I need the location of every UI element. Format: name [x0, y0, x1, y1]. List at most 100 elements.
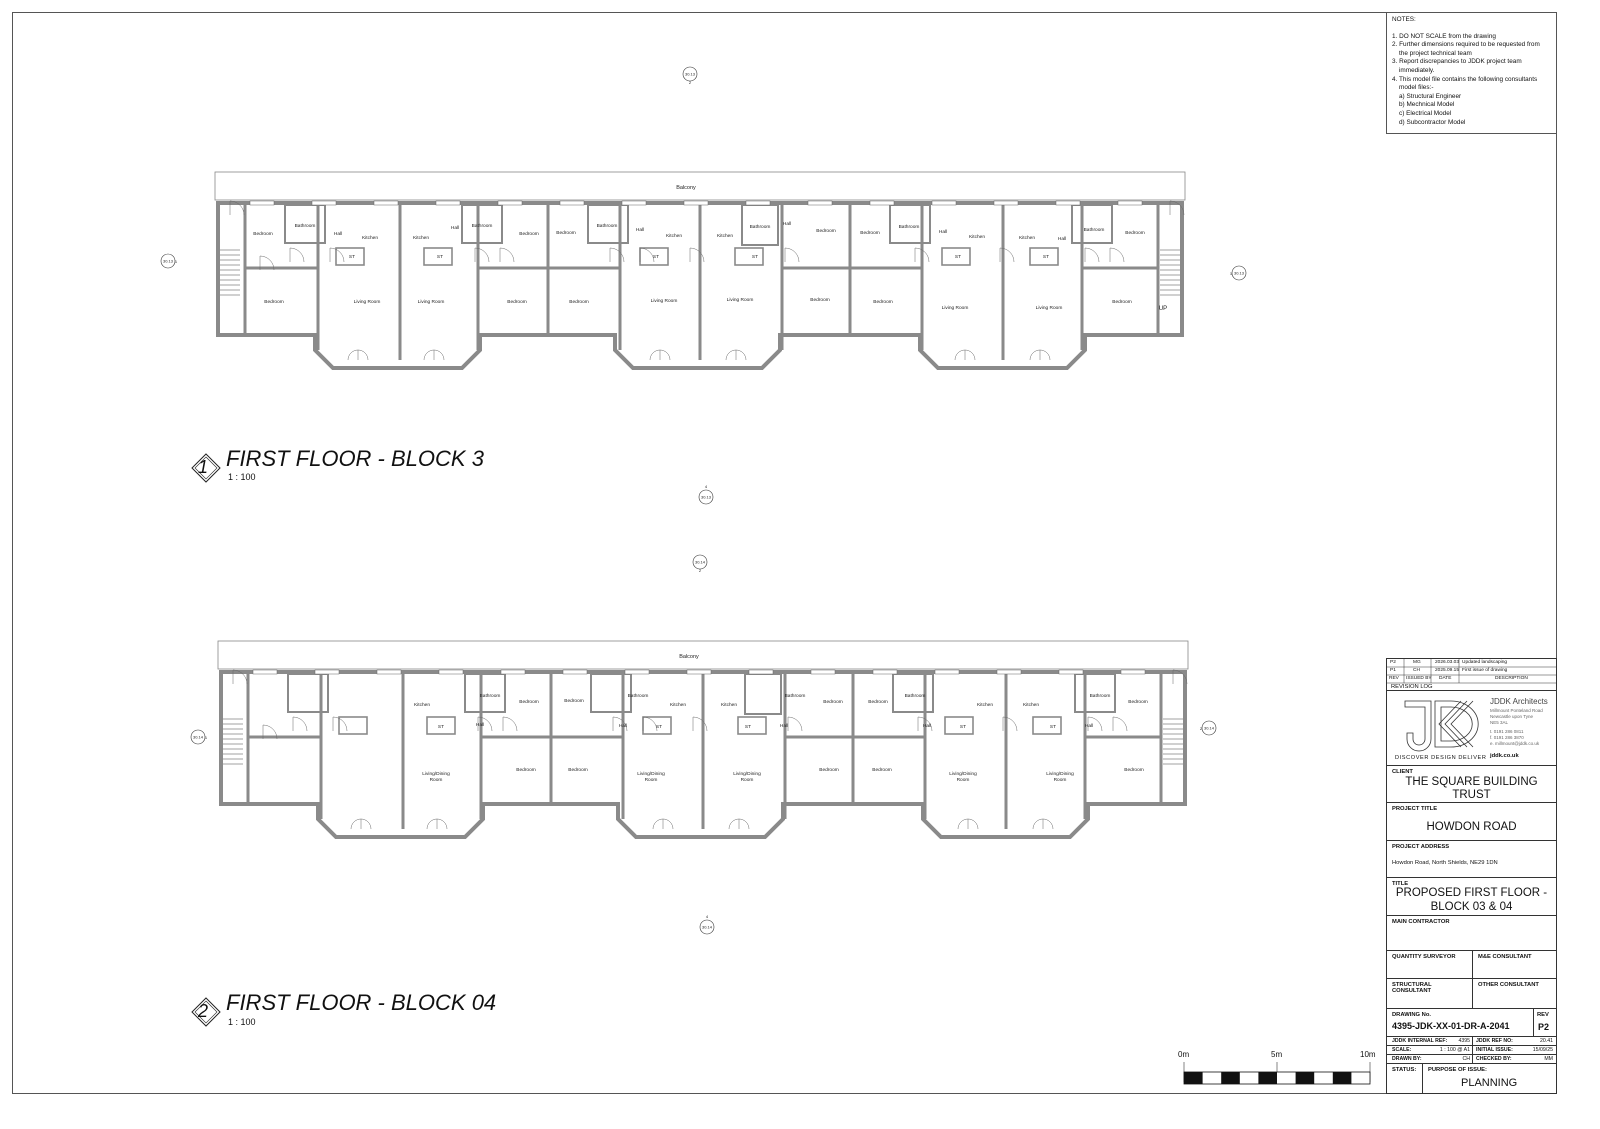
stair-up-label: UP [1159, 306, 1167, 312]
door-swing-icon [609, 247, 625, 263]
section-ref-label: 30.14 [1204, 726, 1215, 731]
room-label: Bedroom [1112, 299, 1131, 305]
door-swing-icon [787, 716, 803, 732]
room-label: Kitchen [1019, 235, 1035, 241]
view-scale: 1 : 100 [228, 1017, 256, 1027]
section-number: 1 [175, 259, 178, 264]
door-swing-icon [1172, 669, 1188, 685]
bathroom-wall [889, 204, 931, 244]
drawing-no-label: DRAWING No. [1392, 1012, 1431, 1018]
balcony-outline [217, 640, 1189, 670]
window [252, 669, 278, 675]
room-label: ST [752, 254, 758, 260]
note-line: the project technical team [1399, 49, 1472, 57]
view-scale: 1 : 100 [228, 472, 256, 482]
rev-cell: 2025.09.15 [1435, 668, 1460, 673]
door-swing-icon [1087, 716, 1103, 732]
status-cell: STATUS: [1387, 1064, 1423, 1093]
section-ref-label: 30.14 [695, 560, 706, 565]
room-label: Bedroom [556, 230, 575, 236]
room-label: Kitchen [1023, 702, 1039, 708]
revision-log: P2 MG 2026.03.03 Updated landscaping P1 … [1387, 659, 1556, 691]
room-label: Bedroom [816, 228, 835, 234]
room-label: Kitchen [670, 702, 686, 708]
section-ref-label: 30.14 [702, 925, 713, 930]
door-swing-icon [332, 716, 348, 732]
room-label: ST [960, 724, 966, 730]
room-label: Bedroom [1125, 230, 1144, 236]
section-number: 2 [689, 80, 692, 85]
door-swing-icon [1109, 247, 1125, 263]
section-ref-label: 30.13 [685, 72, 696, 77]
room-label: ST [349, 254, 355, 260]
company-email[interactable]: e. millmount@jddk.co.uk [1490, 741, 1540, 746]
jddk-logo [1404, 700, 1479, 752]
client-name: THE SQUARE BUILDING [1405, 776, 1538, 788]
purpose-cell: PURPOSE OF ISSUE: PLANNING [1423, 1064, 1556, 1093]
room-label: Living Room [651, 298, 678, 304]
view-title: FIRST FLOOR - BLOCK 04 [226, 990, 497, 1015]
client-cell: CLIENT THE SQUARE BUILDING TRUST [1387, 766, 1556, 803]
door-swing-icon [689, 247, 705, 263]
rev-header: ISSUED BY [1406, 676, 1432, 681]
window [1117, 200, 1143, 206]
rev-header: DESCRIPTION [1495, 676, 1528, 681]
note-line: immediately. [1399, 66, 1435, 74]
room-label: Bedroom [810, 297, 829, 303]
window [1120, 669, 1146, 675]
window [624, 669, 650, 675]
room-label: Bedroom [868, 699, 887, 705]
bathroom-wall [587, 204, 629, 244]
me-label: M&E CONSULTANT [1478, 954, 1532, 960]
checked-by-label: CHECKED BY: [1476, 1056, 1512, 1062]
room-label: Bathroom [750, 224, 771, 230]
bathroom-wall [287, 673, 329, 713]
rev-cell: First issue of drawing [1462, 668, 1508, 673]
store-wall [734, 247, 764, 266]
room-label: Hall [939, 229, 947, 235]
drawn-by: CH [1462, 1056, 1471, 1062]
scale-bar-label: 10m [1360, 1050, 1376, 1059]
other-label: OTHER CONSULTANT [1478, 982, 1539, 988]
room-label: Bedroom [516, 767, 535, 773]
door-swing-icon [292, 716, 308, 732]
room-label: Bathroom [628, 693, 649, 699]
main-contractor-label: MAIN CONTRACTOR [1392, 919, 1450, 925]
room-label: Hall [636, 227, 644, 233]
room-label: Living/Dining [733, 771, 761, 777]
room-label: Hall [334, 231, 342, 237]
room-label: ST [656, 724, 662, 730]
scale-bar-label: 0m [1178, 1050, 1190, 1059]
room-label: Room [957, 777, 970, 783]
company-website[interactable]: jddk.co.uk [1490, 753, 1519, 759]
window [1058, 669, 1084, 675]
note-line: 3. Report discrepancies to JDDK project … [1392, 58, 1522, 66]
drawn-by-row: DRAWN BY: CH [1387, 1055, 1473, 1064]
french-door-icon [957, 818, 979, 830]
window [810, 669, 836, 675]
note-line: model files:- [1399, 84, 1434, 92]
door-swing-icon [612, 716, 628, 732]
window [249, 200, 275, 206]
note-sub-item: c) Electrical Model [1399, 109, 1452, 117]
purpose-label: PURPOSE OF ISSUE: [1428, 1067, 1487, 1073]
company-fax: f. 0191 286 3870 [1490, 735, 1524, 740]
section-number: 4 [705, 484, 708, 489]
room-label: Hall [619, 723, 627, 729]
bathroom-wall [461, 204, 503, 244]
view-number: 2 [198, 1001, 209, 1021]
door-swing-icon [639, 247, 655, 263]
room-label: Kitchen [721, 702, 737, 708]
note-line: 4. This model file contains the followin… [1392, 75, 1538, 83]
room-label: Living/Dining [1046, 771, 1074, 777]
section-marker-circle [1231, 265, 1247, 281]
french-door-icon [423, 349, 445, 361]
room-label: Bathroom [1090, 693, 1111, 699]
balcony-outline [214, 171, 1186, 201]
bathroom-wall [1074, 673, 1116, 713]
room-label: Hall [923, 723, 931, 729]
room-label: Bedroom [564, 698, 583, 704]
room-label: Bedroom [568, 767, 587, 773]
